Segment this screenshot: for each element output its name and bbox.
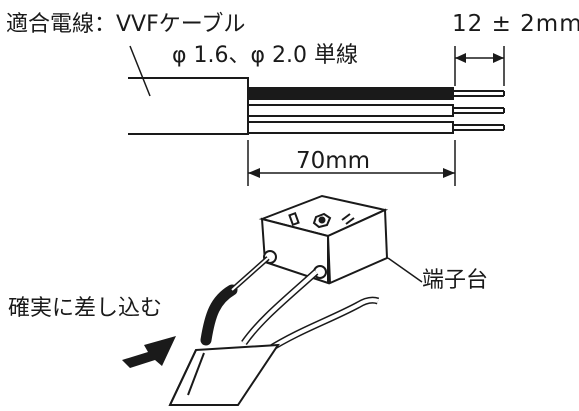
strip-length-label: 12 ± 2mm xyxy=(452,11,579,37)
terminal-block xyxy=(258,194,389,285)
terminal-leader-line xyxy=(387,257,423,283)
strip-dimension xyxy=(454,46,505,86)
core-white xyxy=(247,104,454,117)
terminal-block-label: 端子台 xyxy=(422,268,489,293)
inserted-wires xyxy=(168,256,380,406)
sheath-dimension xyxy=(247,140,456,186)
insert-arrow-icon xyxy=(122,336,176,368)
leader-line xyxy=(129,45,151,97)
sheath-length-label: 70mm xyxy=(296,148,371,174)
core-black xyxy=(247,87,454,100)
wire-spec-sizes: φ 1.6、φ 2.0 単線 xyxy=(172,43,358,68)
core-red xyxy=(247,121,454,134)
vvf-cable-illustration xyxy=(128,45,505,135)
insert-instruction: 確実に差し込む xyxy=(8,296,163,321)
wire-spec-title: 適合電線：VVFケーブル xyxy=(6,12,246,37)
